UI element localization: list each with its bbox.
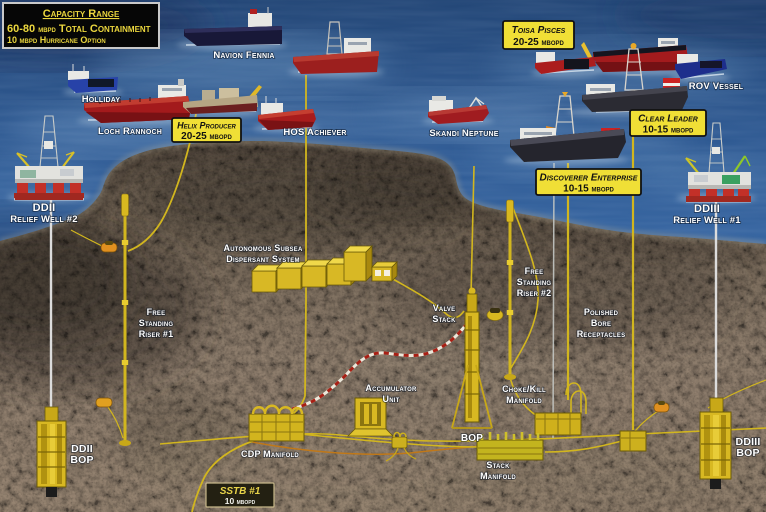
svg-text:10 mbpd Hurricane Option: 10 mbpd Hurricane Option (7, 35, 106, 45)
svg-text:DDIII: DDIII (694, 203, 720, 215)
svg-text:60-80 mbpd Total Containment: 60-80 mbpd Total Containment (7, 23, 151, 35)
svg-text:DDII: DDII (71, 443, 93, 455)
svg-text:10-15 mbopd: 10-15 mbopd (563, 184, 614, 195)
svg-text:BOP: BOP (70, 454, 93, 466)
svg-text:Helix Producer: Helix Producer (177, 121, 236, 131)
svg-text:CDP Manifold: CDP Manifold (241, 449, 299, 459)
svg-text:SSTB #1: SSTB #1 (220, 486, 261, 497)
svg-text:10 mbopd: 10 mbopd (225, 496, 256, 506)
svg-text:Skandi Neptune: Skandi Neptune (429, 128, 498, 139)
svg-text:Bore: Bore (591, 318, 611, 328)
svg-text:Navion Fennia: Navion Fennia (213, 50, 274, 61)
svg-text:Receptacles: Receptacles (577, 329, 626, 339)
svg-text:Standing: Standing (139, 318, 174, 328)
svg-text:Polished: Polished (584, 307, 619, 317)
svg-text:Stack: Stack (486, 460, 510, 470)
svg-text:Riser #1: Riser #1 (139, 329, 174, 339)
svg-text:Manifold: Manifold (506, 395, 542, 405)
svg-text:Autonomous Subsea: Autonomous Subsea (224, 243, 303, 253)
svg-text:Loch Rannoch: Loch Rannoch (98, 126, 162, 137)
svg-text:10-15 mbopd: 10-15 mbopd (643, 125, 694, 136)
svg-text:HOS Achiever: HOS Achiever (283, 127, 346, 138)
svg-text:Riser #2: Riser #2 (517, 288, 552, 298)
svg-text:Manifold: Manifold (480, 471, 516, 481)
svg-text:BOP: BOP (461, 433, 483, 444)
svg-text:Valve: Valve (433, 303, 456, 313)
svg-text:20-25 mbopd: 20-25 mbopd (181, 131, 232, 142)
svg-text:Discoverer Enterprise: Discoverer Enterprise (540, 173, 638, 184)
svg-text:Standing: Standing (517, 277, 552, 287)
svg-text:Accumulator: Accumulator (365, 383, 417, 393)
svg-text:Capacity Range: Capacity Range (43, 8, 120, 20)
svg-text:Free: Free (147, 307, 166, 317)
svg-text:Holliday: Holliday (82, 94, 121, 105)
svg-text:DDII: DDII (33, 202, 56, 214)
svg-text:Unit: Unit (383, 394, 400, 404)
svg-text:Toisa Pisces: Toisa Pisces (512, 25, 566, 36)
svg-text:20-25 mbopd: 20-25 mbopd (513, 37, 564, 48)
svg-text:ROV Vessel: ROV Vessel (689, 81, 744, 92)
svg-text:Dispersant System: Dispersant System (226, 254, 299, 264)
svg-text:Relief Well #2: Relief Well #2 (10, 214, 78, 225)
svg-text:BOP: BOP (736, 447, 759, 459)
svg-text:Stack: Stack (432, 314, 456, 324)
svg-text:Free: Free (525, 266, 544, 276)
svg-text:DDIII: DDIII (736, 436, 761, 448)
svg-text:Relief Well #1: Relief Well #1 (673, 215, 741, 226)
svg-text:Clear Leader: Clear Leader (638, 114, 698, 125)
svg-text:Choke/Kill: Choke/Kill (502, 384, 546, 394)
